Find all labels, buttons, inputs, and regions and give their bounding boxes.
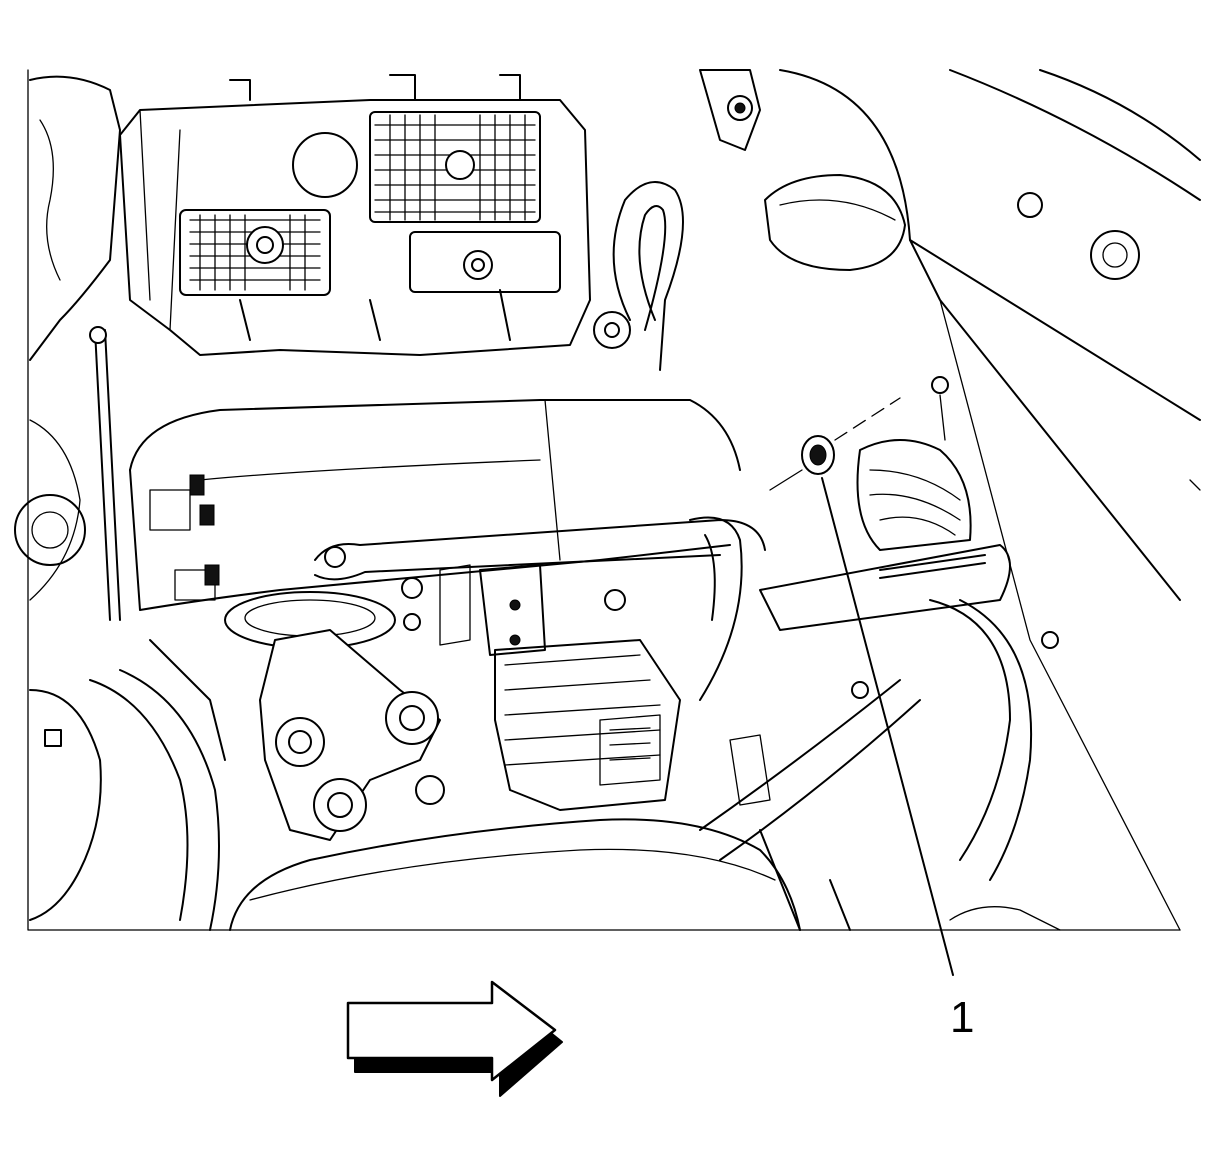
lower-left-hoses	[29, 639, 226, 931]
fuse-block	[119, 74, 591, 356]
cross-member	[129, 399, 741, 611]
callout-leader-line	[821, 477, 954, 976]
engine-mount	[224, 591, 445, 841]
control-module	[479, 564, 681, 811]
battery-cable	[593, 181, 684, 371]
misc-details	[401, 564, 1061, 931]
direction-arrow	[346, 980, 563, 1097]
upper-right-hardware	[699, 69, 1140, 280]
left-body-panel	[14, 75, 121, 601]
callout-label-1: 1	[950, 993, 974, 1042]
drawing-frame	[27, 69, 1181, 931]
ground-stud-nut	[769, 397, 901, 491]
engine-cover	[229, 818, 801, 931]
coolant-hoses	[689, 516, 1033, 931]
wire-harness-right	[856, 376, 972, 551]
right-fender	[779, 69, 1201, 931]
left-rod	[89, 326, 121, 621]
